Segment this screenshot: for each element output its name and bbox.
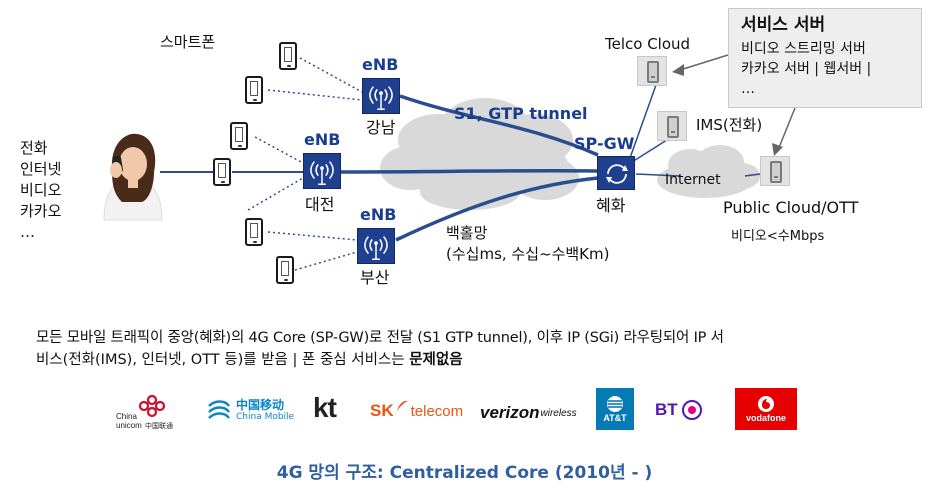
vodafone-logo-text: vodafone bbox=[745, 413, 786, 423]
china-mobile-cn-text: 中国移动 bbox=[236, 398, 285, 413]
backhaul-label: 백홀망 bbox=[446, 224, 488, 242]
enb-gangnam-icon bbox=[362, 78, 400, 114]
internet-cloud bbox=[657, 145, 760, 198]
service-box-line: 카카오 서버 | 웹서버 | bbox=[741, 61, 872, 77]
china-mobile-en-text: China Mobile bbox=[236, 411, 295, 422]
att-logo: AT&T bbox=[596, 388, 634, 430]
enb-daejeon-icon bbox=[303, 153, 341, 189]
ims-label: IMS(전화) bbox=[696, 116, 763, 134]
service-list: 전화 인터넷 비디오 카카오 … bbox=[20, 138, 61, 243]
bt-logo: BT bbox=[655, 395, 703, 425]
sgi-links bbox=[629, 84, 761, 177]
description-prefix: 비스(전화(IMS), 인터넷, OTT 등)를 받음 | 폰 중심 서비스는 bbox=[36, 352, 410, 368]
att-logo-text: AT&T bbox=[603, 413, 627, 423]
kt-logo: kt bbox=[313, 392, 337, 424]
service-item: 전화 bbox=[20, 139, 48, 157]
enb-tag: eNB bbox=[304, 130, 341, 149]
service-box-line: … bbox=[741, 81, 755, 97]
bt-logo-text: BT bbox=[655, 400, 678, 419]
description-line-1: 모든 모바일 트래픽이 중앙(혜화)의 4G Core (SP-GW)로 전달 … bbox=[36, 330, 724, 346]
ims-server-icon bbox=[657, 111, 687, 141]
enb-busan-icon bbox=[357, 228, 395, 264]
s1-tunnels bbox=[340, 94, 599, 242]
arrow-head-public bbox=[772, 143, 783, 156]
arrow-head-telco bbox=[672, 64, 684, 76]
enb-name-gangnam: 강남 bbox=[366, 118, 396, 137]
sk-logo-suffix: telecom bbox=[410, 402, 464, 420]
service-item: 인터넷 bbox=[20, 160, 62, 178]
unicom-en-text: China bbox=[116, 412, 137, 421]
china-unicom-logo: China unicom 中国联通 bbox=[115, 392, 185, 432]
enb-tag: eNB bbox=[360, 205, 397, 224]
enb-tag: eNB bbox=[362, 55, 399, 74]
unicom-cn-text: 中国联通 bbox=[145, 421, 173, 430]
enb-name-busan: 부산 bbox=[360, 268, 390, 287]
service-arrows bbox=[679, 54, 796, 151]
smartphone-icon bbox=[213, 158, 231, 186]
vodafone-logo: vodafone bbox=[735, 388, 797, 430]
kt-logo-text: kt bbox=[313, 392, 337, 423]
description-emphasis: 문제없음 bbox=[409, 352, 463, 368]
footer-title: 4G 망의 구조: Centralized Core (2010년 - ) bbox=[276, 463, 653, 483]
smartphone-icon bbox=[276, 256, 294, 284]
sk-telecom-logo: SK telecom bbox=[370, 395, 463, 427]
sgw-router-icon bbox=[597, 156, 635, 190]
china-mobile-logo: 中国移动 China Mobile bbox=[205, 396, 294, 426]
service-item: 카카오 bbox=[20, 202, 62, 220]
smartphone-icon bbox=[230, 122, 248, 150]
service-box-line: 비디오 스트리밍 서버 bbox=[741, 41, 866, 57]
verizon-logo-suffix: wireless bbox=[540, 407, 577, 419]
verizon-logo-text: verizon bbox=[480, 403, 540, 422]
unicom-en2-text: unicom bbox=[116, 421, 142, 430]
user-photo bbox=[103, 133, 163, 221]
verizon-logo: verizon wireless bbox=[480, 398, 577, 428]
enb-name-daejeon: 대전 bbox=[305, 195, 335, 214]
telco-cloud-label: Telco Cloud bbox=[605, 35, 691, 53]
public-cloud-label: Public Cloud/OTT bbox=[723, 198, 859, 217]
sgw-tag: SP-GW bbox=[574, 134, 635, 153]
radio-links bbox=[247, 57, 363, 271]
service-item: … bbox=[20, 223, 35, 241]
service-server-box: 서비스 서버 비디오 스트리밍 서버 카카오 서버 | 웹서버 | … bbox=[728, 8, 922, 108]
service-item: 비디오 bbox=[20, 181, 62, 199]
tunnel-label: S1, GTP tunnel bbox=[454, 104, 588, 123]
smartphone-icon bbox=[245, 76, 263, 104]
public-cloud-note: 비디오<수Mbps bbox=[731, 229, 825, 244]
smartphone-icon bbox=[279, 42, 297, 70]
sgw-name: 혜화 bbox=[596, 196, 626, 215]
telco-server-icon bbox=[637, 56, 667, 86]
smartphone-label: 스마트폰 bbox=[160, 33, 216, 51]
internet-label: Internet bbox=[665, 172, 721, 188]
sk-logo-prefix: SK bbox=[370, 401, 394, 420]
service-box-title: 서비스 서버 bbox=[741, 15, 826, 35]
public-server-icon bbox=[760, 156, 790, 186]
smartphone-icon bbox=[245, 218, 263, 246]
backhaul-detail: (수십ms, 수십~수백Km) bbox=[446, 245, 610, 263]
description-line-2: 비스(전화(IMS), 인터넷, OTT 등)를 받음 | 폰 중심 서비스는 … bbox=[36, 351, 463, 369]
